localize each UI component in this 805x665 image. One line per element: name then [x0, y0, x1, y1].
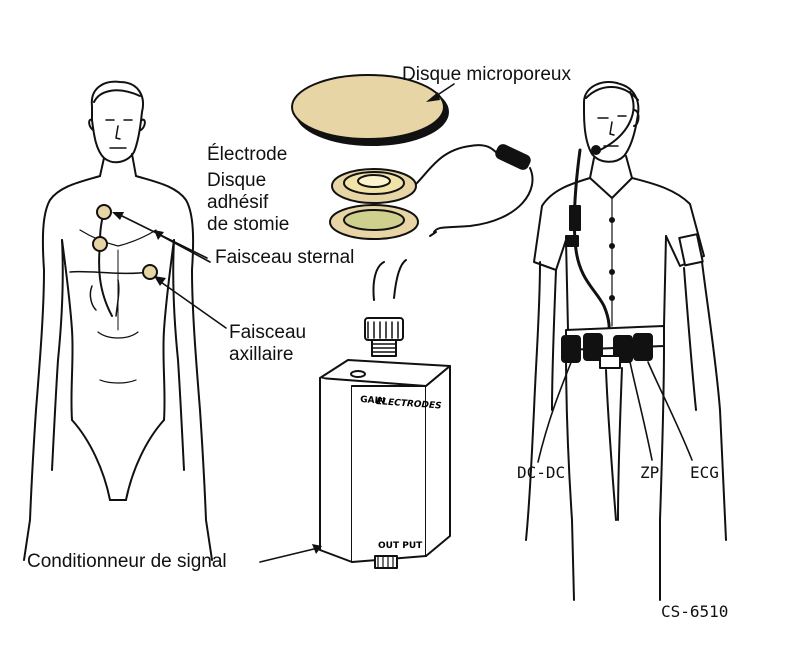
- signal-conditioner: [319, 259, 451, 569]
- label-electrode: Électrode: [207, 144, 288, 165]
- label-faisceau-axillaire: Faisceau axillaire: [229, 322, 307, 365]
- right-figure: [525, 81, 727, 601]
- label-faisceau-sternal: Faisceau sternal: [215, 247, 355, 268]
- label-disque-adhesif: Disque adhésif de stomie: [207, 170, 290, 235]
- device-output-label: OUT PUT: [378, 541, 423, 551]
- adhesive-disc: [329, 204, 419, 240]
- device-electrodes-label: ELECTRODES: [376, 397, 442, 412]
- figure-code: CS-6510: [661, 602, 729, 621]
- leader-lines: [117, 83, 693, 563]
- label-conditionneur: Conditionneur de signal: [27, 551, 227, 572]
- microporous-disc: [291, 74, 449, 146]
- left-electrodes: [92, 204, 158, 280]
- label-dc-dc: DC-DC: [517, 463, 566, 482]
- device-gain-label: GAIN: [360, 395, 386, 407]
- left-figure: [23, 80, 213, 561]
- label-zp: ZP: [640, 463, 660, 482]
- arrowheads: [112, 92, 440, 554]
- electrode-disc: [331, 168, 417, 204]
- label-disque-microporeux: Disque microporeux: [402, 64, 571, 85]
- label-ecg: ECG: [690, 463, 719, 482]
- device-labels: GAIN ELECTRODES OUT PUT: [360, 395, 442, 551]
